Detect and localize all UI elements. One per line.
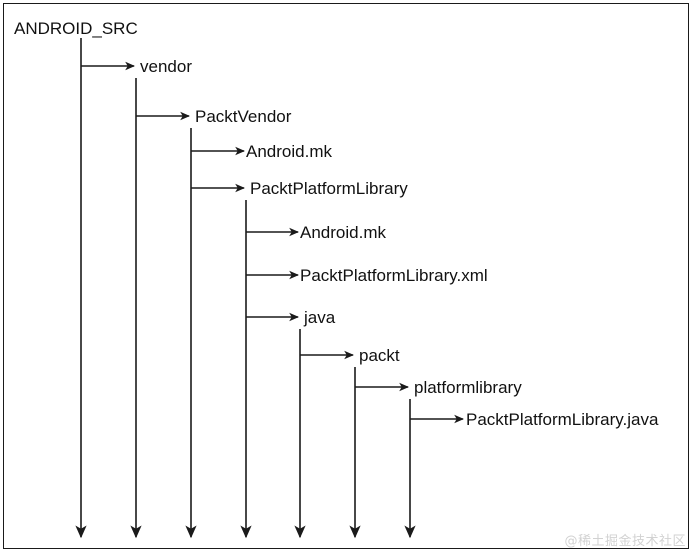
node-label-packt: packt	[359, 346, 400, 365]
node-label-android-src: ANDROID_SRC	[14, 19, 138, 38]
node-label-ppl-java: PacktPlatformLibrary.java	[466, 410, 659, 429]
node-label-packtvendor-androidmk: Android.mk	[246, 142, 332, 161]
node-label-platformlibrary: platformlibrary	[414, 378, 522, 397]
watermark: @稀土掘金技术社区	[564, 534, 686, 549]
node-label-ppl-androidmk: Android.mk	[300, 223, 386, 242]
diagram-frame-border	[3, 3, 689, 549]
node-label-vendor: vendor	[140, 57, 192, 76]
node-label-packtvendor: PacktVendor	[195, 107, 292, 126]
node-label-java: java	[304, 308, 336, 327]
branch-connectors	[81, 61, 464, 424]
vertical-lanes	[75, 38, 416, 539]
node-label-ppl-xml: PacktPlatformLibrary.xml	[300, 266, 488, 285]
node-label-packtplatformlibrary: PacktPlatformLibrary	[250, 179, 408, 198]
